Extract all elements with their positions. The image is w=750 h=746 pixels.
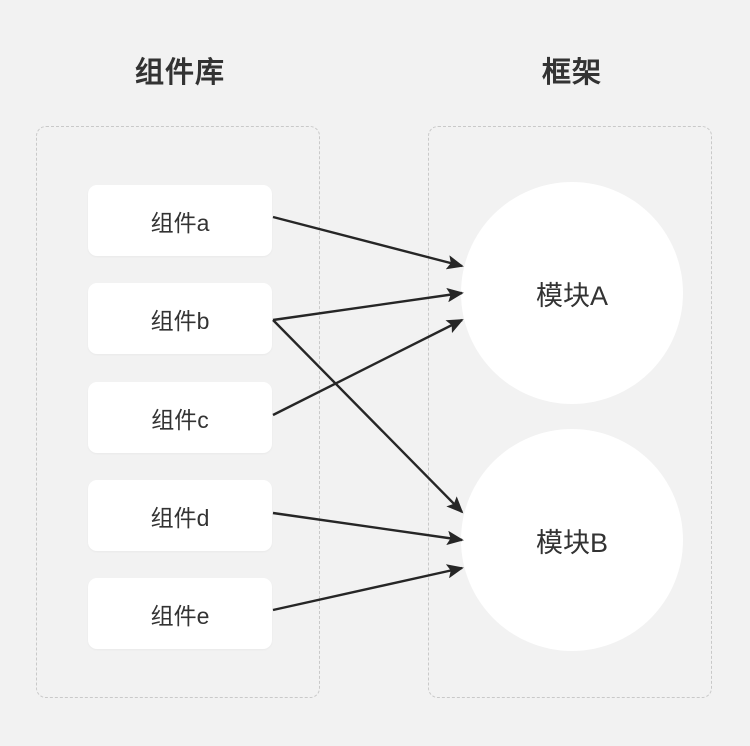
component-card-c[interactable]: 组件c [88, 382, 272, 453]
component-card-a[interactable]: 组件a [88, 185, 272, 256]
component-card-b[interactable]: 组件b [88, 283, 272, 354]
component-card-e[interactable]: 组件e [88, 578, 272, 649]
module-circle-a[interactable]: 模块A [461, 182, 683, 404]
column-title-component-library: 组件库 [134, 57, 225, 89]
column-title-framework: 框架 [541, 57, 602, 89]
module-circle-b[interactable]: 模块B [461, 429, 683, 651]
component-card-d[interactable]: 组件d [88, 480, 272, 551]
